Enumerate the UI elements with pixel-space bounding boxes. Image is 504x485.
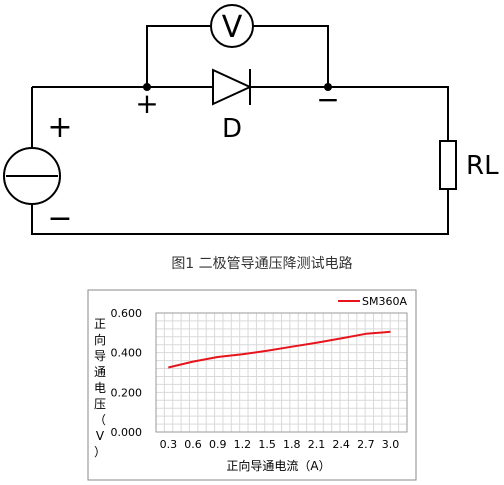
x-tick-label: 2.7: [357, 438, 375, 451]
x-tick-label: 2.4: [332, 438, 350, 451]
x-tick-label: 0.9: [209, 438, 227, 451]
x-tick-label: 3.0: [382, 438, 400, 451]
diode-triangle: [213, 70, 250, 104]
x-tick-label: 1.5: [258, 438, 276, 451]
y-tick-label: 0.400: [111, 347, 143, 360]
diode-minus-sign: −: [316, 83, 339, 116]
diode-plus-sign: +: [135, 87, 158, 120]
y-tick-label: 0.200: [111, 386, 143, 399]
wire-voltmeter-right: [253, 26, 328, 87]
x-tick-label: 0.3: [160, 438, 178, 451]
x-tick-label: 2.1: [308, 438, 326, 451]
y-tick-label: 0.000: [111, 426, 143, 439]
x-axis-label: 正向导通电流（A）: [226, 458, 330, 473]
load-resistor: [440, 141, 456, 189]
wire-top-right: [250, 87, 448, 141]
source-plus-sign: +: [47, 110, 72, 145]
wire-bottom: [32, 189, 448, 234]
source-minus-sign: −: [47, 201, 72, 236]
y-tick-label: 0.600: [111, 307, 143, 320]
load-label: RL: [466, 151, 499, 181]
x-tick-label: 1.8: [283, 438, 301, 451]
diode-label: D: [222, 114, 242, 144]
figure-caption: 图1 二极管导通压降测试电路: [171, 256, 352, 272]
wire-voltmeter-left: [147, 26, 211, 87]
legend-label: SM360A: [362, 295, 407, 308]
voltmeter-label: V: [222, 10, 243, 45]
x-tick-label: 0.6: [184, 438, 202, 451]
x-tick-label: 1.2: [234, 438, 252, 451]
